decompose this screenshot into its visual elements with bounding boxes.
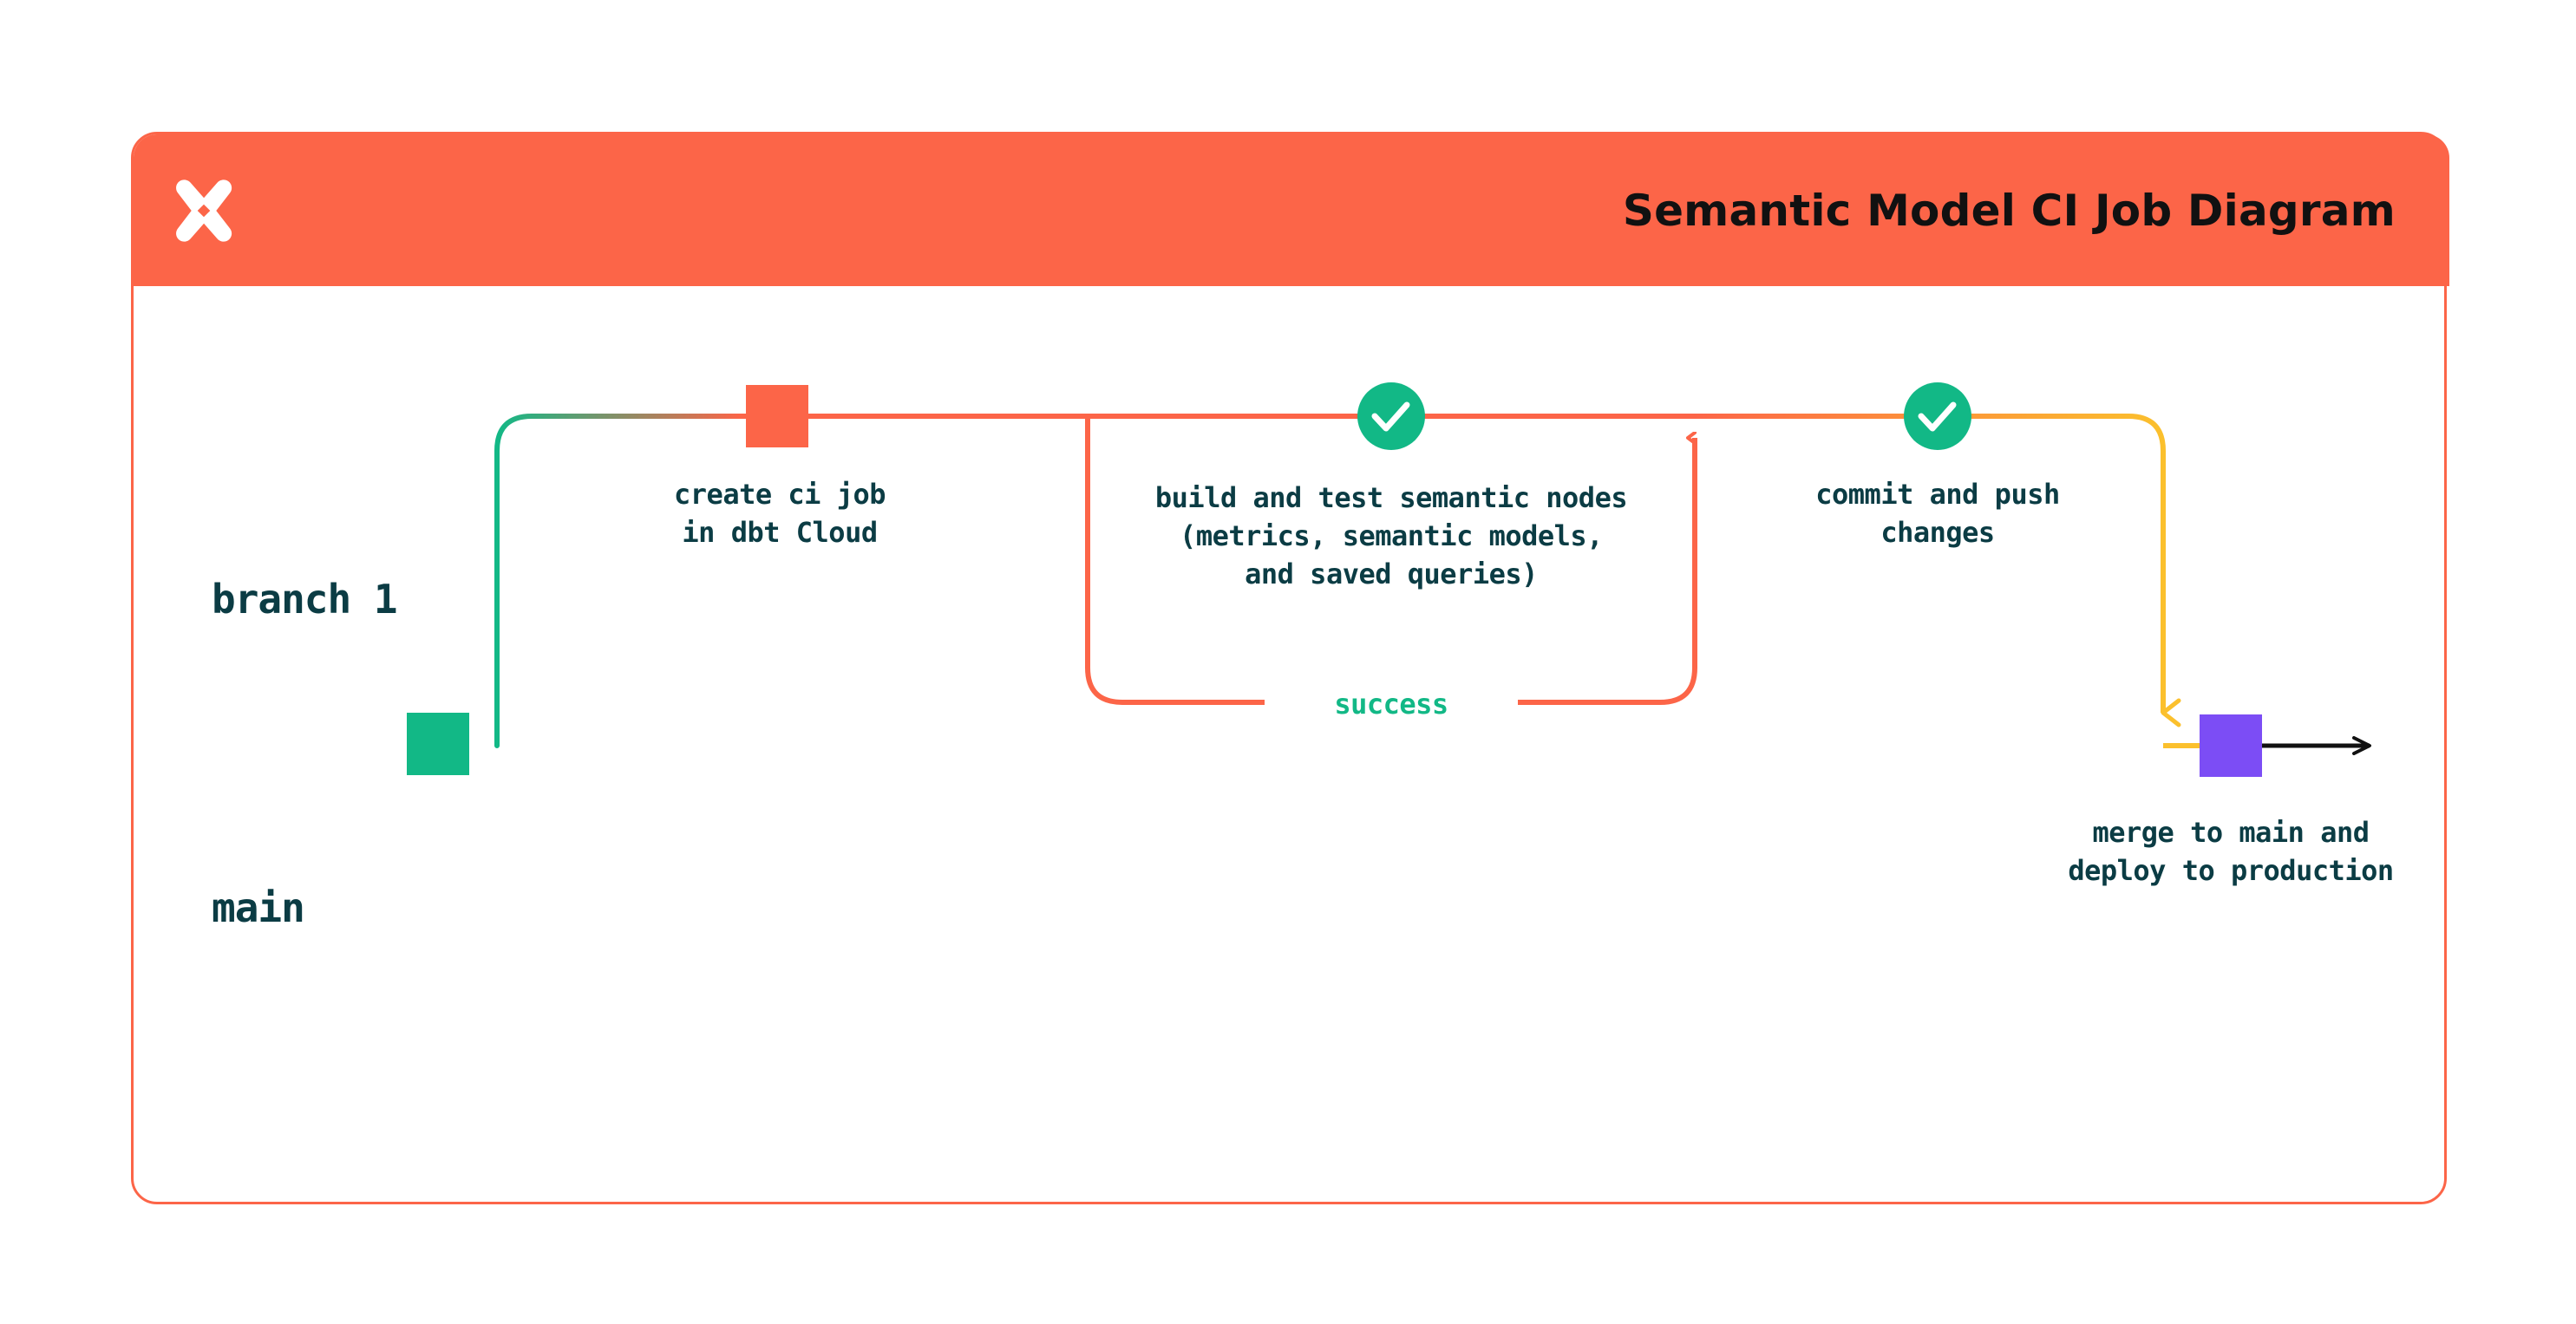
node-label-commit-push-line1: commit and push [1815,478,2060,511]
check-circle-commit-icon [1904,382,1971,450]
branch-off-edge [494,414,743,748]
branch-label-branch-1: branch 1 [212,576,398,623]
branch-label-main: main [212,884,305,931]
merge-commit-square [2200,714,2262,777]
page-title: Semantic Model CI Job Diagram [1622,185,2396,236]
diagram-canvas: branch 1 main create ci job in dbt Cloud… [134,286,2449,1204]
node-label-merge-main-line2: deploy to production [2068,854,2394,887]
node-label-build-test-line1: build and test semantic nodes [1154,481,1628,514]
node-label-create-ci-job-line1: create ci job [674,478,886,511]
branch-1-line-right [1695,414,2166,452]
dbt-logo-icon [176,179,232,242]
create-ci-job-square [746,385,808,447]
success-loop-label: success [1265,685,1518,724]
diagram-header: Semantic Model CI Job Diagram [134,134,2449,286]
main-commit-square [407,713,469,775]
check-circle-build-icon [1357,382,1425,450]
node-label-build-test-line2: (metrics, semantic models, [1180,519,1603,552]
node-label-merge-main-line1: merge to main and [2092,816,2370,849]
node-label-commit-push-line2: changes [1880,516,1995,549]
branch-flow-svg [407,382,2371,777]
node-label-build-test-line3: and saved queries) [1245,558,1538,590]
diagram-card: Semantic Model CI Job Diagram [131,132,2449,1204]
node-label-create-ci-job-line2: in dbt Cloud [682,516,878,549]
